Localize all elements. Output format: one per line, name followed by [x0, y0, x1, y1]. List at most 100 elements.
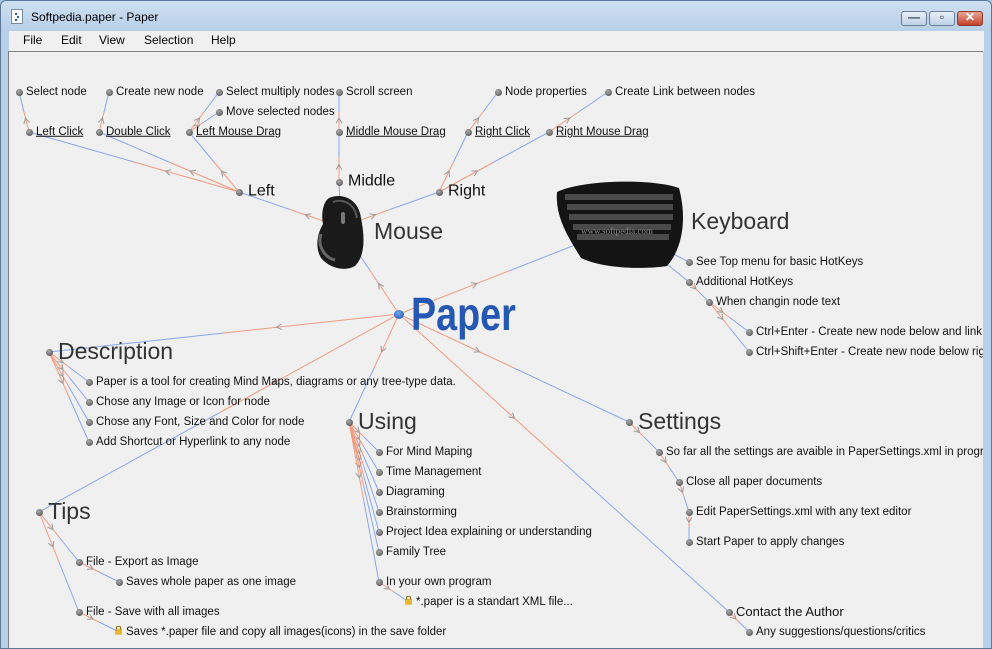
- node-dot: [36, 509, 43, 516]
- node-dot: [76, 609, 83, 616]
- node-dot: [626, 419, 633, 426]
- node-dot: [86, 419, 93, 426]
- edge-line: [389, 191, 440, 210]
- node-label: Node properties: [505, 85, 587, 98]
- menu-edit[interactable]: Edit: [61, 33, 82, 47]
- node-label: Close all paper documents: [686, 475, 823, 488]
- edge-line: [348, 421, 365, 458]
- node-label: Tips: [48, 497, 91, 524]
- node-dot: [216, 89, 223, 96]
- edge-line: [728, 326, 750, 353]
- node-dot: [376, 449, 383, 456]
- edge-line: [68, 396, 90, 443]
- edge-arrow-icon: [690, 283, 697, 290]
- lock-icon: [115, 625, 122, 635]
- edge-arrow-icon: [633, 426, 641, 434]
- menu-help[interactable]: Help: [211, 33, 236, 47]
- node-label: Saves *.paper file and copy all images(i…: [126, 625, 447, 638]
- minimize-button[interactable]: —: [901, 10, 927, 26]
- menu-bar: File Edit View Selection Help: [9, 31, 984, 52]
- mind-map-canvas[interactable]: www.softpedia.com Paper Mouse Keyboard L…: [8, 51, 983, 648]
- maximize-button[interactable]: ▫: [929, 10, 955, 26]
- edge-arrow-icon: [730, 613, 737, 620]
- node-dot: [86, 399, 93, 406]
- close-button[interactable]: ✕: [957, 10, 983, 26]
- node-label: Ctrl+Enter - Create new node below and l…: [756, 325, 983, 338]
- keyboard-watermark: www.softpedia.com: [581, 226, 653, 236]
- node-dot: [436, 189, 443, 196]
- edge-line: [453, 131, 469, 163]
- mouse-image[interactable]: [315, 194, 367, 270]
- edge-arrow-icon: [563, 117, 571, 124]
- edge-arrow-icon: [685, 516, 693, 524]
- edge-line: [363, 456, 380, 493]
- edge-line: [369, 270, 400, 315]
- node-dot: [76, 559, 83, 566]
- edge-line: [68, 366, 90, 383]
- close-icon: ✕: [964, 10, 976, 24]
- edge-arrow-icon: [86, 613, 94, 620]
- edge-line: [38, 412, 220, 513]
- node-dot: [394, 310, 404, 319]
- node-label: Any suggestions/questions/critics: [756, 625, 926, 638]
- node-label: Create Link between nodes: [615, 85, 756, 98]
- edge-line: [98, 571, 120, 583]
- node-dot: [726, 609, 733, 616]
- node-label: Saves whole paper as one image: [126, 575, 297, 588]
- node-dot: [336, 89, 343, 96]
- window-title: Softpedia.paper - Paper: [31, 10, 159, 24]
- menu-selection[interactable]: Selection: [144, 33, 194, 47]
- node-label: Select multiply nodes: [226, 85, 335, 98]
- node-dot: [236, 189, 243, 196]
- node-label: Select node: [26, 85, 87, 98]
- edge-line: [23, 111, 30, 133]
- node-label: Left: [248, 182, 275, 200]
- node-dot: [106, 89, 113, 96]
- mouse-label[interactable]: Mouse: [374, 218, 444, 244]
- maximize-icon: ▫: [939, 10, 945, 24]
- edge-line: [58, 561, 80, 613]
- node-dot: [746, 349, 753, 356]
- node-label: *.paper is a standart XML file...: [405, 595, 573, 608]
- edge-arrow-icon: [23, 116, 30, 124]
- node-label: When changin node text: [716, 295, 841, 308]
- edge-line: [28, 131, 135, 163]
- edge-line: [223, 313, 400, 334]
- node-dot: [346, 419, 353, 426]
- edge-line: [98, 111, 105, 133]
- edge-line: [363, 501, 380, 583]
- edge-line: [68, 376, 90, 403]
- edge-arrow-icon: [275, 323, 283, 331]
- node-label: File - Save with all images: [86, 605, 220, 618]
- node-dot: [186, 129, 193, 136]
- node-dot: [16, 89, 23, 96]
- node-dot: [376, 529, 383, 536]
- node-label: Project Idea explaining or understanding: [386, 525, 592, 538]
- node-label: File - Export as Image: [86, 555, 199, 568]
- edge-line: [213, 161, 240, 193]
- edge-arrow-icon: [472, 117, 480, 125]
- edge-line: [48, 332, 225, 353]
- node-dot: [605, 89, 612, 96]
- node-label: Family Tree: [386, 545, 447, 558]
- node-label: Description: [58, 337, 174, 364]
- node-dot: [706, 299, 713, 306]
- keyboard-label[interactable]: Keyboard: [691, 208, 790, 234]
- node-dot: [676, 479, 683, 486]
- node-dot: [96, 129, 103, 136]
- edge-line: [398, 270, 511, 315]
- node-label: Using: [358, 407, 417, 434]
- edge-line: [513, 367, 630, 423]
- keyboard-image[interactable]: www.softpedia.com: [551, 178, 687, 270]
- edge-line: [48, 351, 70, 388]
- edge-line: [438, 161, 495, 193]
- node-label: Scroll screen: [346, 85, 413, 98]
- edge-line: [38, 511, 60, 563]
- node-dot: [465, 129, 472, 136]
- title-bar[interactable]: Softpedia.paper - Paper — ▫ ✕: [1, 1, 991, 31]
- menu-file[interactable]: File: [23, 33, 43, 47]
- menu-view[interactable]: View: [99, 33, 125, 47]
- node-label: Brainstorming: [386, 505, 457, 518]
- edge-arrow-icon: [660, 456, 667, 464]
- node-dot: [686, 509, 693, 516]
